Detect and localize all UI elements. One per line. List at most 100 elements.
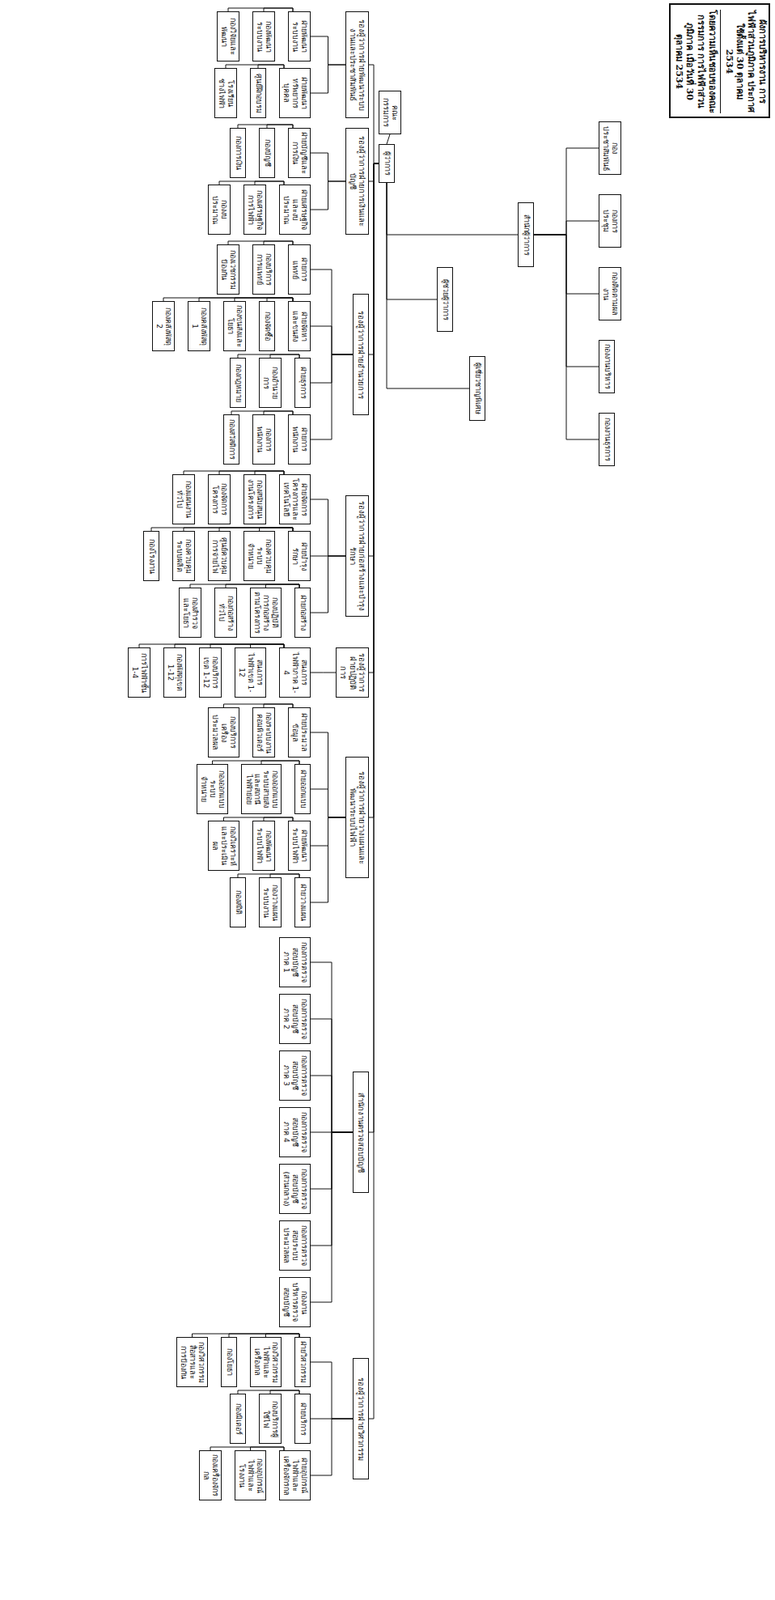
department-box: กองการตรวจสอบบัญชี ภาค 4 (279, 1106, 311, 1157)
connector-line (533, 220, 599, 235)
node-label: ผังการบริหารงาน การไฟฟ้าส่วนภูมิภาค ประก… (723, 9, 768, 114)
rotated-text-frame: กองจัดการโครงการ (208, 474, 230, 524)
node-label: ผู้ว่าการ (382, 148, 392, 179)
department-box: ฝ่ายวางแผน (294, 876, 311, 928)
node-label: ฝ่ายการพนักงาน (290, 418, 309, 461)
rotated-text-frame: กองสนับสนุนงานโครงการ (244, 474, 266, 524)
node-label: กองประชาสัมพันธ์ (601, 125, 619, 171)
connector-group (139, 8, 599, 1475)
rotated-text-frame: กองงานธุรการ (601, 413, 614, 466)
rotated-text-frame: กองจัดซื้อ (261, 301, 274, 351)
division-box: กองสวัสดิการ (223, 414, 240, 465)
rotated-text-frame: กองกฎหมาย (232, 358, 245, 407)
node-label: กองสวัสดิการ (227, 418, 237, 461)
rotated-text-frame: ฝ่ายจัดการโครงการและเทคโนโลยี (280, 474, 310, 524)
node-label: ฝ่ายก่อสร้าง (298, 591, 308, 634)
division-box: กองบริการเขต 1-12 (199, 647, 222, 698)
rotated-text-frame: ฝ่ายประมวลข้อมูล (288, 707, 310, 757)
rotated-text-frame: กองเวชกรรมป้องกัน (217, 245, 239, 294)
node-label: กองกฎหมาย (233, 361, 243, 404)
connector-line (310, 555, 346, 613)
division-box: สนง.การไฟฟ้าเขต 1-12 (234, 647, 267, 698)
node-label: ฝ่ายบำรุงรักษา (290, 534, 309, 577)
connector-line (386, 182, 518, 235)
rotated-text-frame: กองงานบริหาร (601, 340, 614, 393)
rotated-text-frame: กองการตรวจสอบบัญชี ภาค 4 (280, 1107, 310, 1157)
node-label: กองก่อสร้างทั่วไป (216, 591, 235, 634)
rotated-text-frame: กองอำนวยการ (259, 358, 281, 407)
node-label: ฝ่ายบัญชีและการเงิน (290, 131, 309, 174)
node-label: รองผู้ว่าการฝ่ายอำนวยการ (356, 297, 366, 411)
division-box: กองอุปกรณ์ไฟฟ้าและโรงงาน (234, 1449, 267, 1500)
rotated-text-frame: กองวางแผนระบบงาน (259, 877, 281, 927)
department-box: ฝ่ายจัดการโครงการและเทคโนโลยี (279, 474, 311, 525)
node-label: กองการตรวจสอบบัญชี (ส่วนกลาง) (282, 1167, 309, 1210)
node-label: ฝ่ายจัดหาและขนส่ง (290, 304, 309, 348)
board-box: คณะกรรมการ (378, 90, 402, 135)
rotated-text-frame: ฝ่ายก่อสร้าง (296, 588, 310, 637)
rotated-text-frame: กองโรงงาน (145, 531, 158, 581)
rotated-text-frame: กองบริการเขต 1-12 (199, 647, 221, 697)
rotated-text-frame: ผังการบริหารงาน การไฟฟ้าส่วนภูมิภาค ประก… (670, 4, 771, 119)
division-box: โรงเรียนช่างไฟฟ้า (214, 67, 238, 119)
rotated-text-frame: กองปฏิบัติการก่อสร้างตามโครงการ (251, 588, 281, 637)
connector-line (190, 584, 300, 588)
node-label: กองพัฒนาระบบไฟฟ้า (254, 824, 273, 867)
division-box: กองพัฒนาระบบงาน (252, 11, 276, 62)
governor-box: ผู้ว่าการ (378, 143, 395, 183)
rotated-text-frame: กองอุปกรณ์ไฟฟ้าและโรงงาน (236, 1450, 266, 1500)
deputy-governor-box: รองผู้ว่าการฝ่ายปฏิบัติการ (335, 647, 369, 698)
title-box: ผังการบริหารงาน การไฟฟ้าส่วนภูมิภาค ประก… (669, 3, 771, 119)
division-box: กองโรงงาน (143, 530, 160, 581)
division-box: กองพัสดุเขต 1-12 (163, 647, 187, 698)
deputy-governor-box: รองผู้ว่าการฝ่ายวางแผนและพัฒนาระบบไฟฟ้า (345, 756, 369, 878)
division-box: กองสถิติ (229, 876, 246, 928)
department-box: ฝ่ายการพนักงาน (287, 414, 311, 465)
division-box: การไฟฟ้าชั้น 1-4 (127, 647, 151, 698)
division-box: กองปฏิบัติการก่อสร้างตามโครงการ (249, 587, 282, 638)
rotated-text-frame: กองการตรวจสอบบัญชี ภาค 2 (280, 994, 310, 1043)
node-label: กองควบคุมระบบผลิต (174, 534, 193, 577)
rotated-text-frame: กองงานบริหารตรวจสอบบัญชี (280, 1277, 310, 1326)
staff-unit-box: สำนักผู้ว่าการ (517, 202, 534, 267)
node-label: กองการตรวจสอบบัญชี ภาค 2 (282, 997, 309, 1040)
rotated-text-frame: กองเศรษฐกิจการไฟฟ้า (244, 185, 266, 234)
node-label: กองโรงงาน (147, 534, 157, 577)
connector-line (386, 182, 470, 389)
node-label: กองสนับสนุนงานโครงการ (245, 478, 264, 521)
node-label: ฝ่ายเศรษฐกิจและงบประมาณ (282, 188, 309, 231)
rotated-text-frame: ผู้ช่วยผู้ว่าการ (439, 267, 452, 331)
rotated-text-frame: กองบัญชี (261, 128, 274, 178)
rotated-text-frame: กองวิศวกรรมสื่อสารและการป้องกัน (177, 1337, 208, 1386)
division-box: กองงานบริหาร (598, 339, 615, 394)
rotated-text-frame: กองสำรวจและโยธา (179, 588, 201, 637)
division-box: กองบริการการแพทย์ (252, 244, 276, 295)
node-label: กองวิจัยและพัฒนา (219, 15, 238, 58)
node-label: กองการประชุม (601, 198, 619, 244)
rotated-text-frame: ฝ่ายวิศวกรรม (296, 1337, 310, 1386)
rotated-text-frame: ฝ่ายการแพทย์ (288, 245, 310, 294)
node-label: กองการตรวจสอบบัญชี ภาค 1 (282, 940, 309, 983)
division-box: กองการเงิน (229, 127, 246, 178)
division-box: กองจัดซื้อ (258, 300, 276, 352)
node-label: กองบริการการแพทย์ (254, 248, 273, 291)
department-box: กองการตรวจสอบระบบประมวลผล (279, 1219, 311, 1271)
node-label: กองมิเตอร์ (233, 1397, 243, 1440)
staff-unit-box: ผู้ช่วยผู้ว่าการ (436, 266, 454, 332)
node-label: ฝ่ายจัดการโครงการและเทคโนโลยี (282, 478, 309, 521)
node-label: ฝ่ายอุปกรณ์ไฟฟ้าและเครื่องจักรกล (282, 1453, 309, 1496)
rotated-text-frame: กองคลังพัสดุ 1 (188, 301, 210, 351)
division-box: กองโยธา (220, 1336, 238, 1387)
rotated-text-frame: ฝ่ายวางแผน (296, 877, 310, 927)
rotated-text-frame: กองติดตามผลงาน (599, 267, 621, 320)
department-box: กองการตรวจสอบบัญชี ภาค 2 (279, 993, 311, 1044)
node-label: กองจัดการโครงการ (210, 478, 229, 521)
division-box: ศูนย์ฝึกอบรม (249, 67, 267, 119)
node-label: กองออกแบบระบบจำหน่าย (199, 767, 226, 810)
connector-line (310, 732, 346, 818)
rotated-text-frame: ฝ่ายพัฒนาทรัพยากรบุคคล (280, 68, 310, 118)
division-box: กองบริการผู้ใช้ไฟ (258, 1393, 282, 1444)
connector-line (174, 643, 284, 648)
connector-line (310, 817, 346, 903)
connector-line (310, 1418, 353, 1475)
